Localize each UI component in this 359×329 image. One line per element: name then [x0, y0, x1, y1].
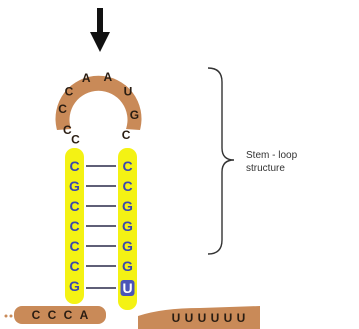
stem-left-nucleotide: G	[69, 178, 80, 194]
loop-nucleotide: C	[65, 84, 74, 98]
tail-right-nucleotide: U	[185, 311, 194, 325]
stem-left-nucleotide: C	[69, 258, 79, 274]
down-arrow-icon	[90, 8, 110, 52]
tail-right-nucleotide: U	[211, 311, 220, 325]
curly-brace	[207, 67, 235, 255]
stem-right-nucleotide: C	[122, 158, 132, 174]
stem-left-nucleotide: C	[69, 238, 79, 254]
stem-right-nucleotide: G	[122, 258, 133, 274]
tail-left-nucleotide: A	[80, 308, 89, 322]
stem-left-nucleotide: C	[69, 218, 79, 234]
loop-nucleotide: U	[124, 84, 133, 98]
tail-continuation-dot	[4, 314, 8, 318]
stem-left-nucleotide: C	[69, 198, 79, 214]
tail-left-nucleotide: C	[64, 308, 73, 322]
loop-nucleotide: G	[130, 108, 139, 122]
stem-right-nucleotide: C	[122, 178, 132, 194]
tail-right-nucleotide: U	[198, 311, 207, 325]
stem-right-nucleotide: G	[122, 238, 133, 254]
loop-nucleotide: C	[63, 123, 72, 137]
loop-nucleotide: A	[103, 70, 112, 84]
loop-nucleotide: A	[82, 71, 91, 85]
tail-right-nucleotide: U	[224, 311, 233, 325]
stem-right-nucleotide: G	[122, 218, 133, 234]
stem-right-nucleotide: G	[122, 198, 133, 214]
tail-right-nucleotide: U	[237, 311, 246, 325]
loop-nucleotide: C	[122, 128, 131, 142]
tail-left-nucleotide: C	[48, 308, 57, 322]
tail-right-nucleotide: U	[172, 311, 181, 325]
stem-terminal-highlight	[120, 280, 135, 296]
stem-left-nucleotide: C	[69, 158, 79, 174]
stem-left-strand	[65, 148, 84, 304]
loop-nucleotide: C	[58, 102, 67, 116]
tail-continuation-dot	[14, 314, 18, 318]
stem-loop-label: Stem - loop structure	[246, 150, 300, 174]
loop-nucleotide: C	[71, 133, 80, 147]
tail-continuation-dot	[9, 314, 13, 318]
stem-right-strand	[118, 148, 137, 310]
stem-right-nucleotide: U	[122, 280, 132, 296]
tail-left-nucleotide: C	[32, 308, 41, 322]
stem-left-nucleotide: G	[69, 278, 80, 294]
